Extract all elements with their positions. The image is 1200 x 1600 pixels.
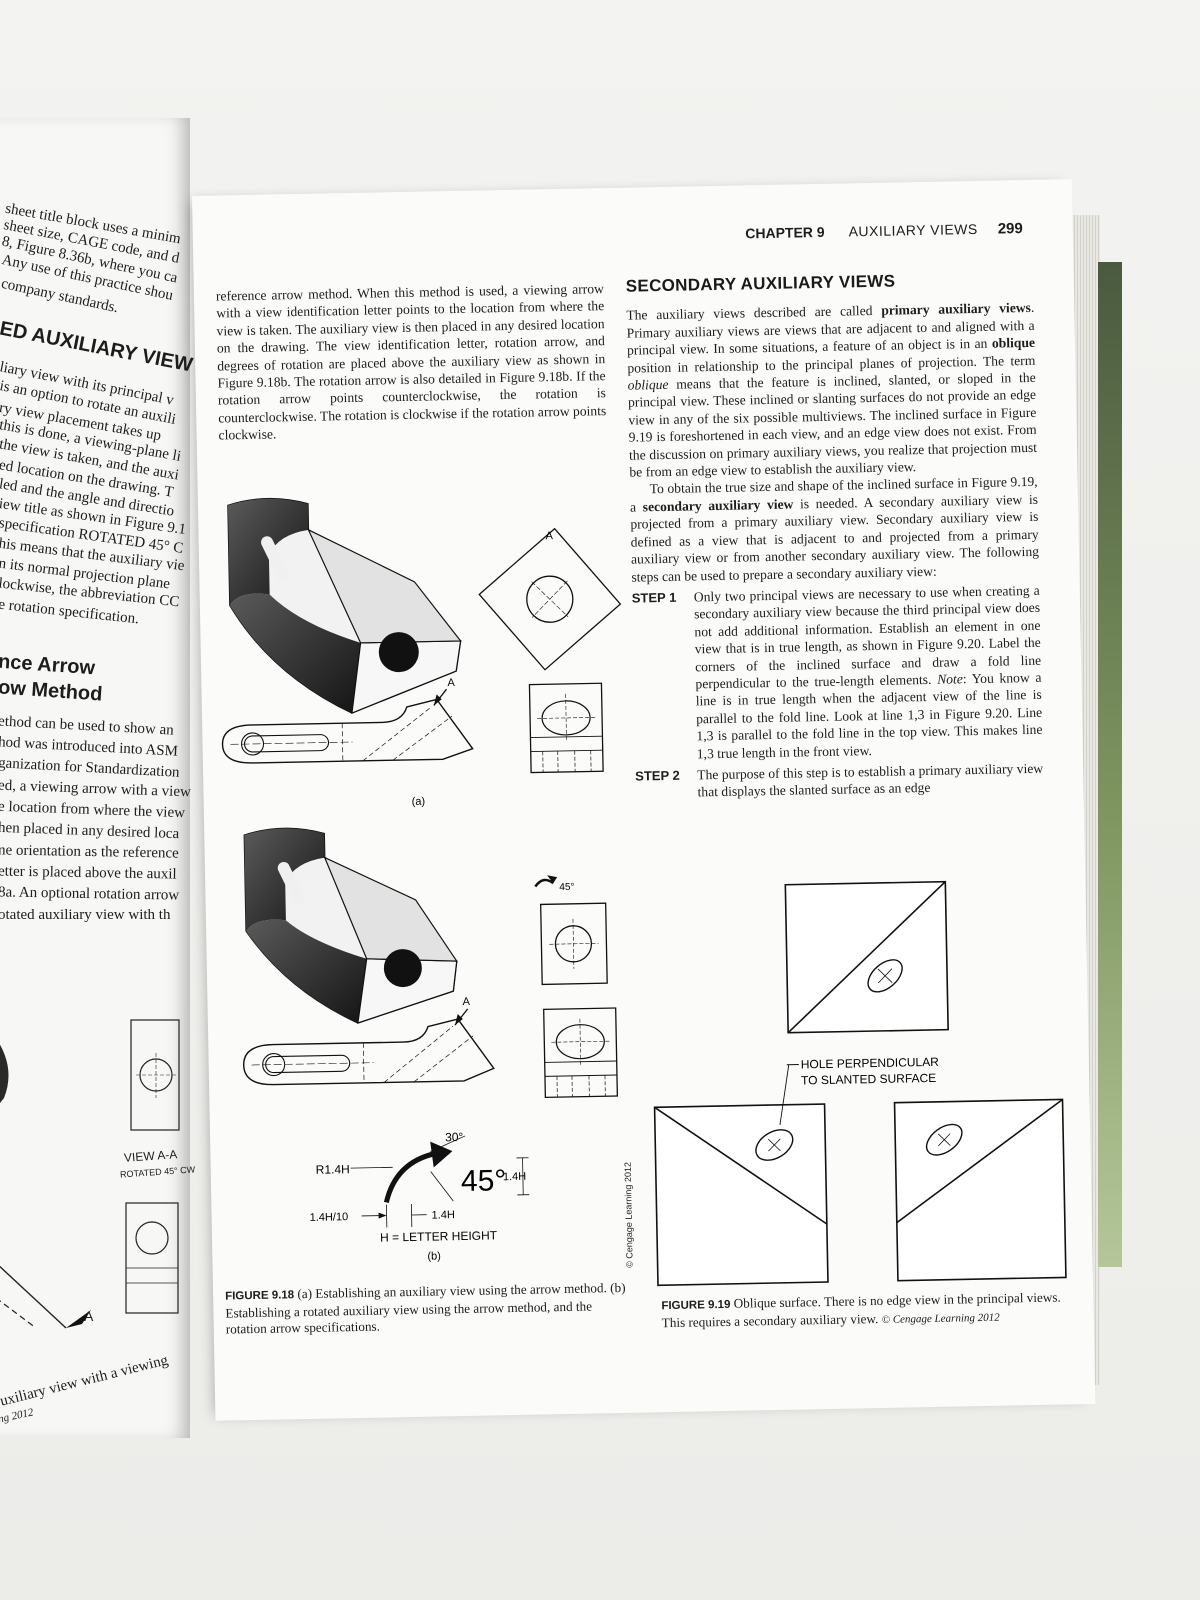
book-cover-edge: [1098, 262, 1122, 1267]
fig19-callout-line-2: TO SLANTED SURFACE: [801, 1071, 936, 1088]
step-2-text: The purpose of this step is to establish…: [697, 760, 1044, 800]
left-page: sheet title block uses a minim sheet siz…: [0, 118, 196, 1438]
isometric-part-b: [243, 827, 458, 1024]
front-view-a: [221, 688, 474, 764]
left-subheading: ow Method: [0, 676, 104, 706]
top-view-oblique: [784, 880, 949, 1034]
paragraph-primary-auxiliary: The auxiliary views described are called…: [626, 299, 1037, 481]
front-view-oblique: [653, 1064, 829, 1287]
figure-9-19: HOLE PERPENDICULAR TO SLANTED SURFACE: [653, 880, 1067, 1287]
left-text-line: e location from where the view: [0, 798, 186, 822]
section-label: AUXILIARY VIEWS: [848, 220, 978, 240]
left-text-line: hen placed in any desired loca: [0, 819, 180, 843]
term-oblique: oblique: [991, 335, 1036, 351]
text-run: means that the feature is inclined, slan…: [627, 369, 1038, 480]
step-1-label: STEP 1: [631, 589, 677, 606]
fig18-dim-fraction: 1.4H/10: [310, 1211, 349, 1224]
fig18-radius-label: R1.4H: [316, 1162, 350, 1177]
left-text-line: otated auxiliary view with th: [0, 907, 171, 923]
side-view-a: [528, 682, 604, 774]
left-text-line: etter is placed above the auxil: [0, 863, 177, 883]
term-primary-auxiliary: primary auxiliary views: [881, 300, 1032, 319]
figure-9-18-caption: FIGURE 9.18 (a) Establishing an auxiliar…: [225, 1280, 636, 1338]
left-figure: [0, 1019, 180, 1329]
figure-9-19-caption: FIGURE 9.19 Oblique surface. There is no…: [661, 1289, 1082, 1332]
term-oblique-italic: oblique: [627, 376, 669, 393]
paragraph-secondary-auxiliary: To obtain the true size and shape of the…: [630, 473, 1040, 585]
step-1: STEP 1 Only two principal views are nece…: [632, 582, 1043, 764]
text-run: The auxiliary views described are called: [626, 303, 882, 324]
side-view-oblique: [893, 1098, 1067, 1282]
fig18-angle-30: 30°: [445, 1130, 464, 1144]
fig19-caption-credit: © Cengage Learning 2012: [881, 1311, 1000, 1326]
step-2: STEP 2 The purpose of this step is to es…: [635, 760, 1044, 803]
fig18-label-a-top: A: [545, 530, 553, 542]
fig18-rotation-label: 45°: [559, 882, 574, 893]
column-2: SECONDARY AUXILIARY VIEWS The auxiliary …: [626, 270, 1044, 803]
fig18-copyright: © Cengage Learning 2012: [622, 1162, 635, 1268]
fig18-caption-label: FIGURE 9.18: [225, 1289, 295, 1303]
fig18-label-a-mid: A: [447, 677, 455, 689]
left-subheading: nce Arrow: [0, 650, 96, 680]
column-1-text: reference arrow method. When this method…: [215, 281, 607, 443]
step-1-text: Only two principal views are necessary t…: [694, 582, 1043, 763]
chapter-label: CHAPTER 9: [745, 223, 825, 242]
rotated-auxiliary-view: [534, 875, 608, 986]
rotation-arrow-spec: [350, 1135, 530, 1228]
left-text-line: 8a. An optional rotation arrow: [0, 884, 180, 904]
left-letter-a: A: [84, 1308, 94, 1324]
note-label: Note: [936, 671, 963, 687]
fig19-caption-label: FIGURE 9.19: [661, 1298, 731, 1313]
fig18-dim-right: 1.4H: [503, 1171, 527, 1183]
fig18-label-a-lower: A: [462, 996, 470, 1008]
fig18-caption-text: (a) Establishing an auxiliary view using…: [225, 1279, 626, 1337]
front-view-b: [242, 1008, 495, 1086]
left-text-line: ed, a viewing arrow with a view: [0, 777, 192, 801]
fig18-dim-bottom: 1.4H: [432, 1209, 456, 1221]
step-2-label: STEP 2: [635, 767, 680, 784]
fig19-callout-line-1: HOLE PERPENDICULAR: [801, 1055, 940, 1072]
figure-9-18: A A (a): [221, 497, 622, 1263]
fig18-big-45: 45°: [461, 1164, 507, 1198]
fig18-sub-b: (b): [427, 1250, 441, 1262]
isometric-part-a: [227, 497, 462, 714]
term-secondary-auxiliary: secondary auxiliary view: [642, 496, 794, 515]
fig18-letter-height: H = LETTER HEIGHT: [380, 1228, 498, 1244]
running-head: CHAPTER 9 AUXILIARY VIEWS 299: [745, 220, 1023, 242]
left-text-line: ne orientation as the reference: [0, 842, 179, 862]
auxiliary-view-a: [478, 527, 622, 671]
page-number: 299: [997, 220, 1023, 238]
right-page: CHAPTER 9 AUXILIARY VIEWS 299 reference ar…: [192, 179, 1096, 1421]
side-view-b: [543, 1007, 619, 1099]
section-heading: SECONDARY AUXILIARY VIEWS: [625, 271, 896, 296]
fig18-sub-a: (a): [412, 796, 426, 808]
